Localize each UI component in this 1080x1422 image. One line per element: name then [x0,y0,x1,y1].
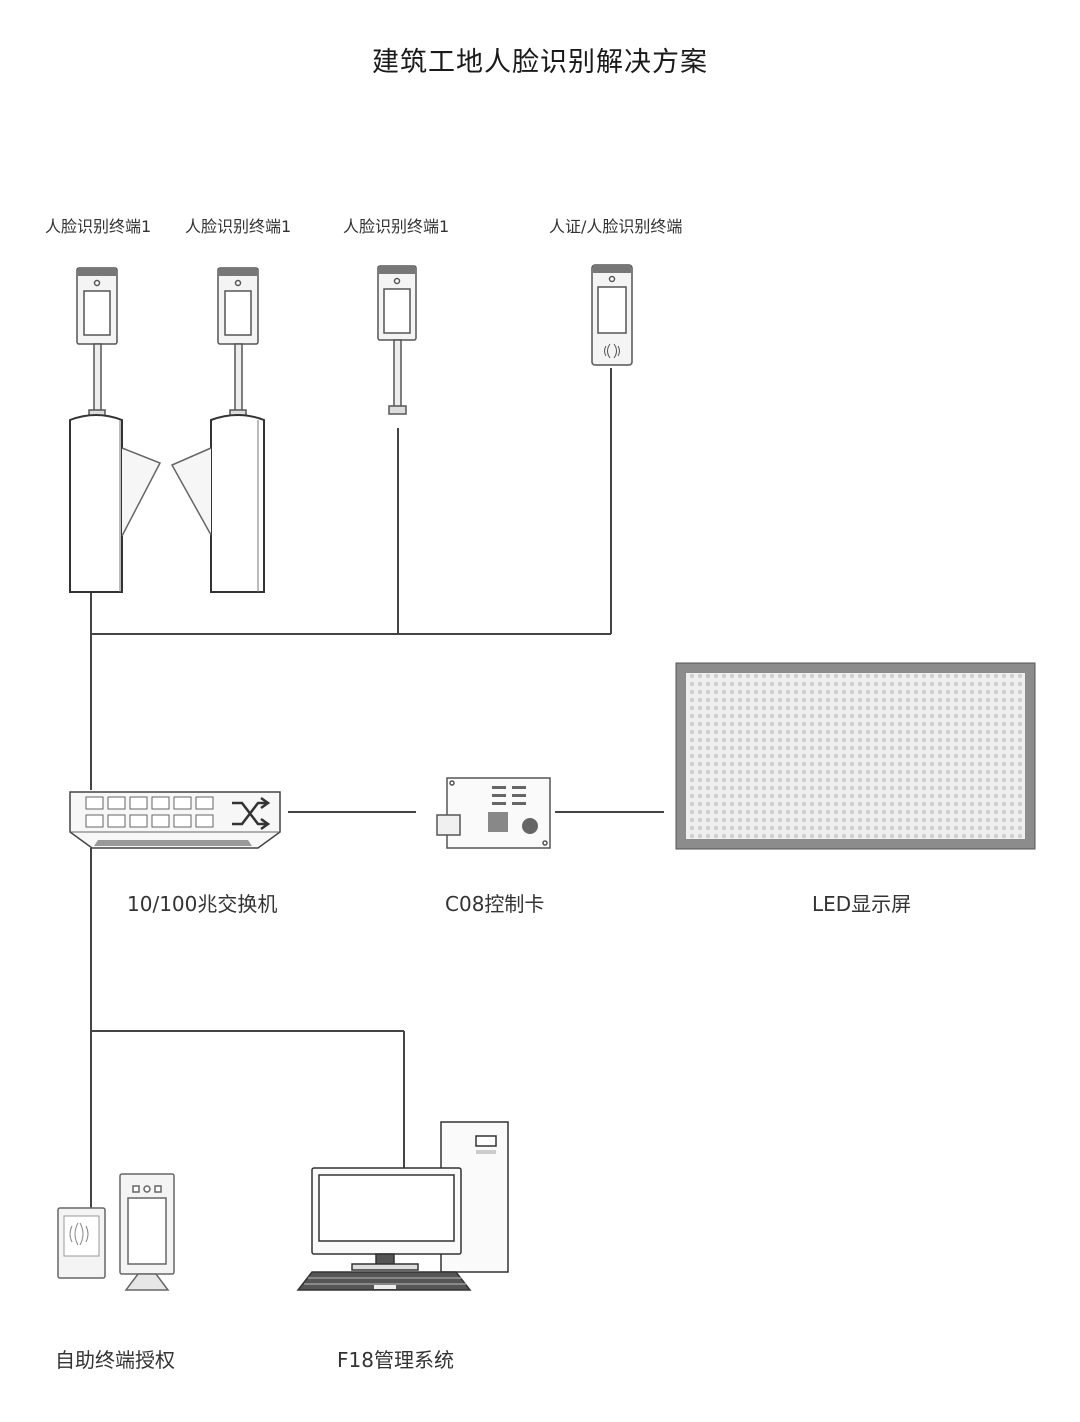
terminal-3-label: 人脸识别终端1 [343,217,450,236]
face-terminal-2 [217,267,259,419]
turnstile-left [69,414,162,593]
turnstile-right [170,414,265,593]
network-switch [69,791,281,849]
diagram-title: 建筑工地人脸识别解决方案 [372,47,708,78]
control-card [436,777,551,849]
self-service-label: 自助终端授权 [55,1348,175,1372]
management-label: F18管理系统 [337,1348,454,1372]
led-screen-label: LED显示屏 [812,892,912,916]
self-service-kiosk [119,1173,175,1291]
id-face-terminal [591,264,633,366]
connection-lines [90,368,664,1210]
face-terminal-3 [377,265,417,415]
card-reader [57,1207,106,1279]
terminal-4-label: 人证/人脸识别终端 [549,217,683,236]
management-pc [296,1121,509,1291]
terminal-1-label: 人脸识别终端1 [45,217,152,236]
switch-label: 10/100兆交换机 [127,892,278,916]
face-terminal-1 [76,267,118,419]
led-display [675,662,1036,850]
control-card-label: C08控制卡 [445,892,545,916]
shuffle-icon [232,796,271,831]
terminal-2-label: 人脸识别终端1 [185,217,292,236]
